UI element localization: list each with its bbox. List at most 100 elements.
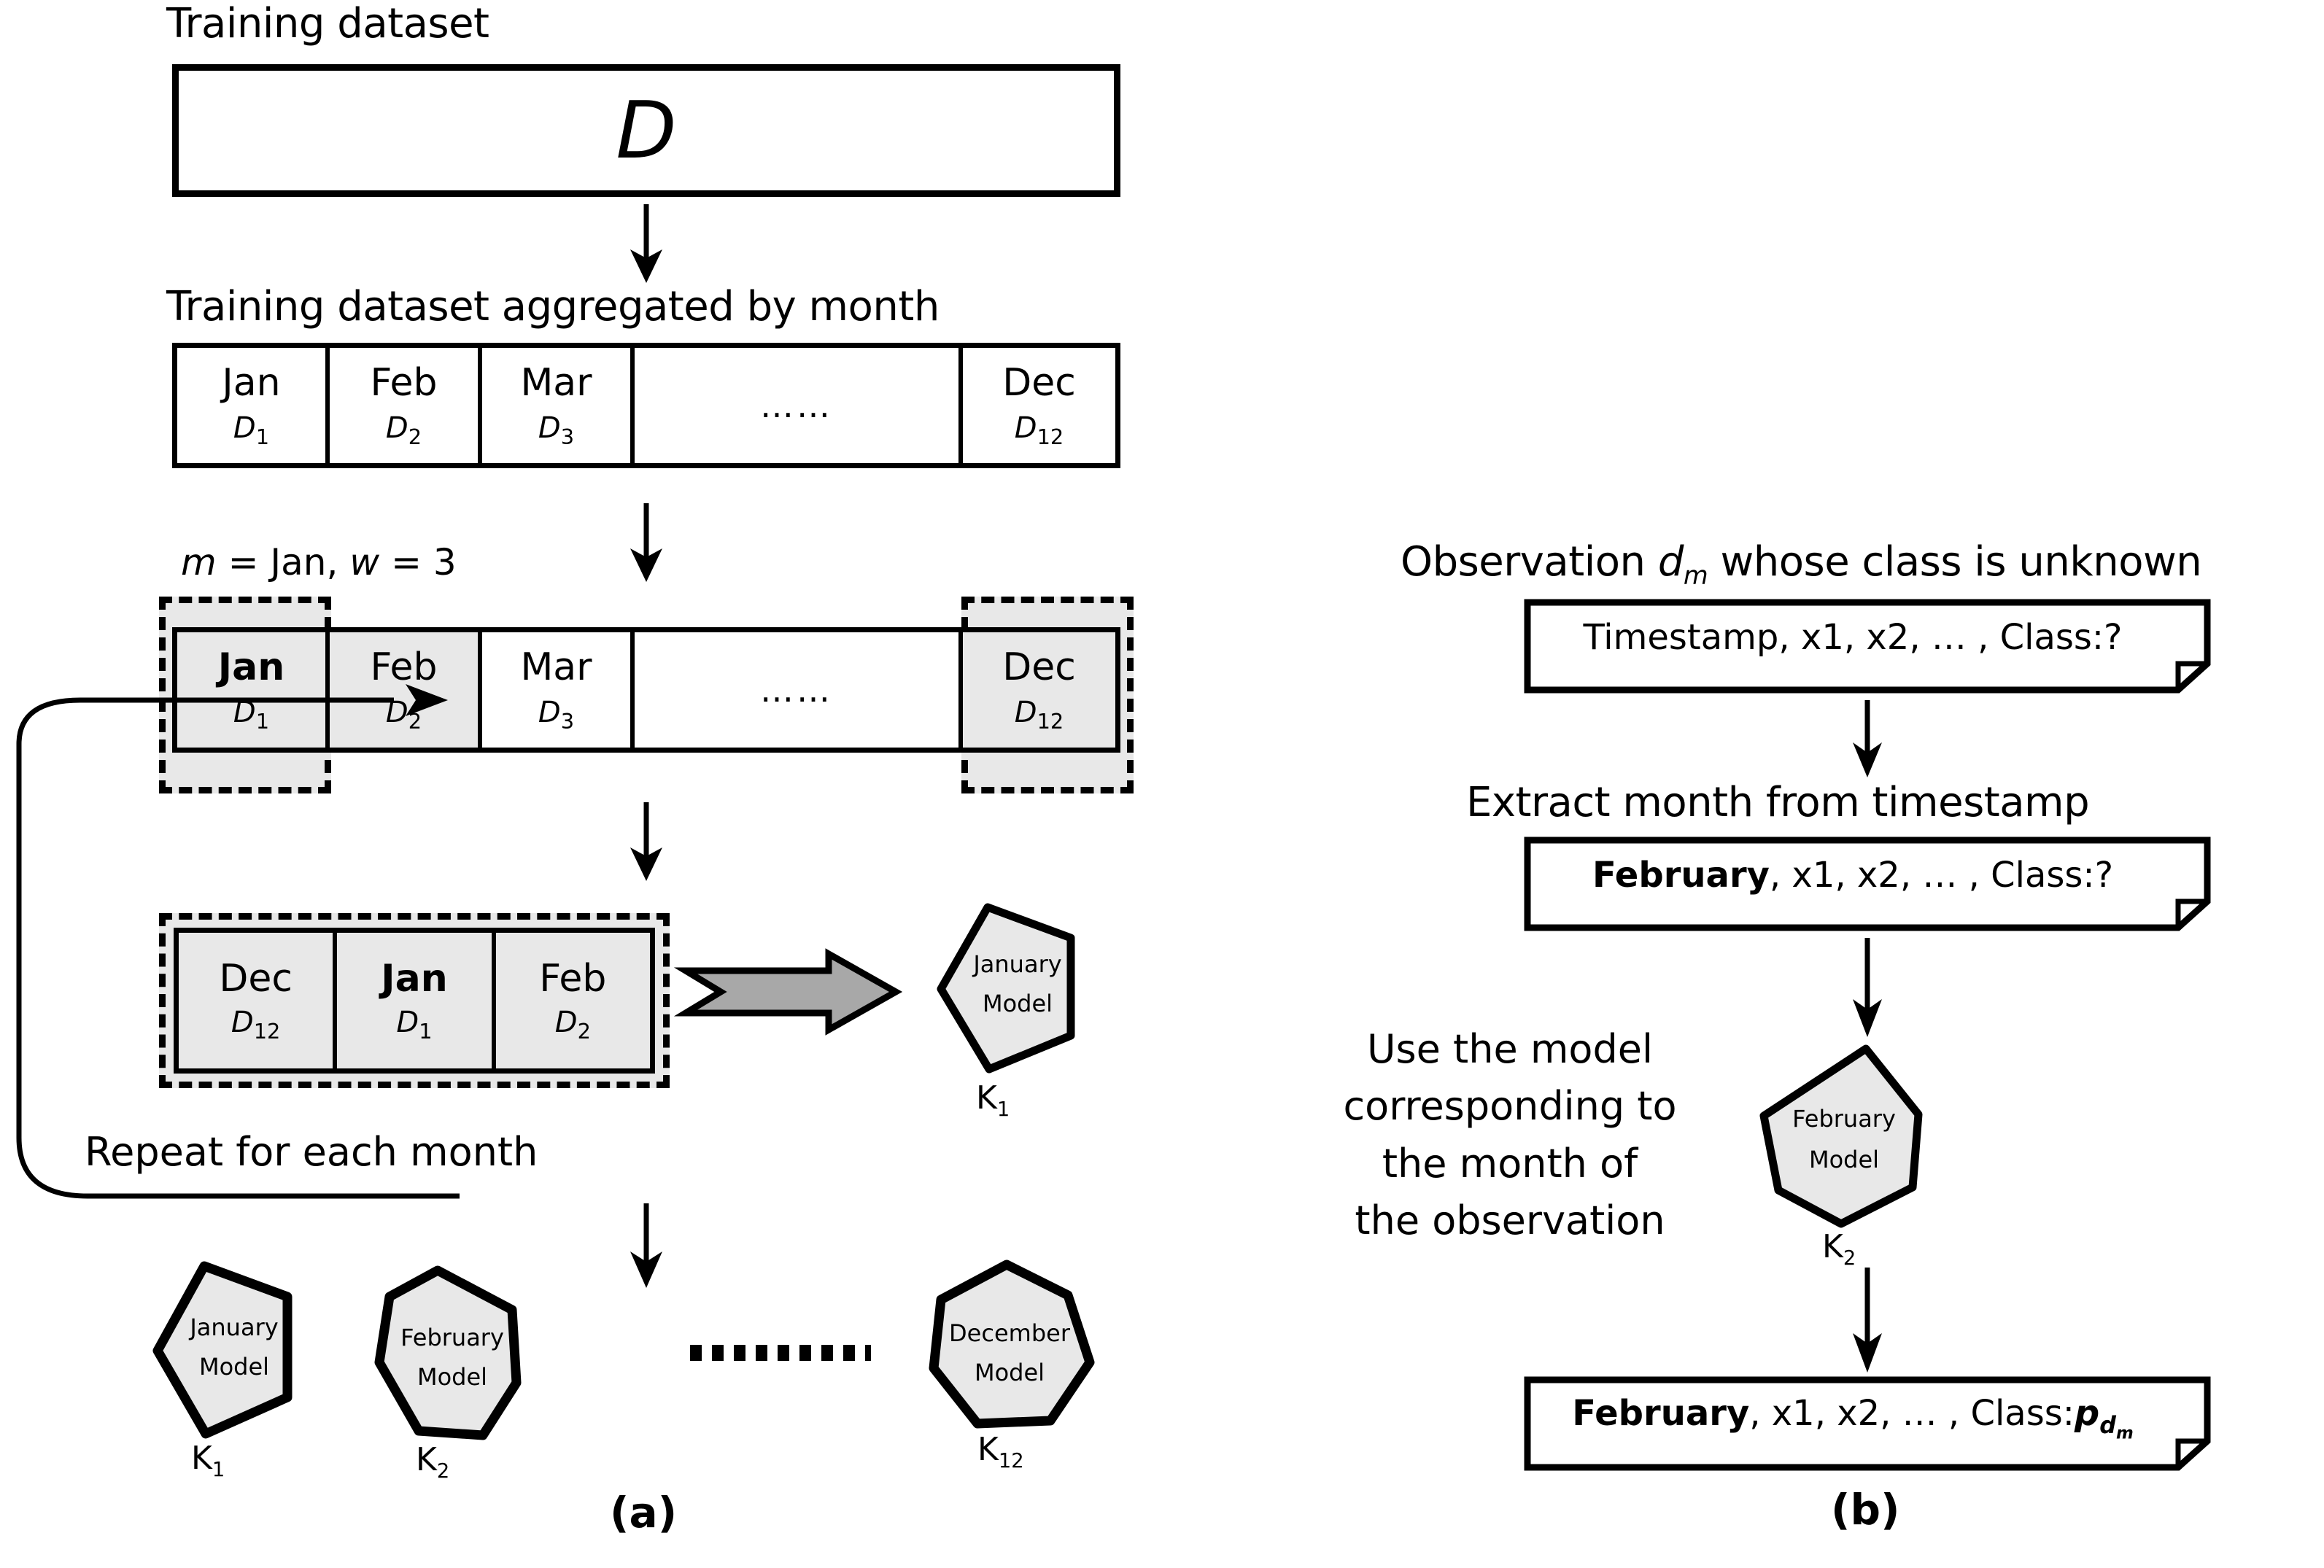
selection-cell-dec: Dec D12 (179, 933, 338, 1068)
use-model-line-3: the month of (1382, 1140, 1638, 1187)
dataset-label: D2 (555, 1008, 591, 1042)
dataset-index: 1 (255, 424, 270, 449)
dataset-d-symbol: D (616, 85, 677, 176)
month-name: Mar (520, 360, 592, 405)
dataset-label: D2 (386, 414, 422, 448)
selection-cell-jan: Jan D1 (337, 933, 496, 1068)
doc2-rest: , x1, x2, … , Class:? (1769, 855, 2114, 896)
dataset-letter: D (554, 1005, 578, 1039)
month-name: Feb (370, 360, 438, 405)
arrow-selection-to-models (624, 1203, 668, 1291)
window-cell-dec: Dec D12 (963, 632, 1115, 748)
k-index: 2 (1843, 1246, 1856, 1270)
january-model-label: January Model (956, 950, 1080, 1018)
january-model-k-label: K1 (976, 1079, 1010, 1121)
document-observation-raw: Timestamp, x1, x2, … , Class:? (1524, 599, 2211, 694)
model-line-2: Model (1808, 1146, 1880, 1173)
model-february: February Model K2 (373, 1265, 556, 1483)
dataset-label: D12 (231, 1008, 280, 1042)
doc3-rest: , x1, x2, … , Class: (1749, 1393, 2075, 1434)
model-line-1: December (949, 1319, 1070, 1347)
month-table-cell-ellipsis: …… (635, 348, 963, 463)
window-params-label: m = Jan, w = 3 (181, 541, 457, 583)
month-table-cell: Mar D3 (482, 348, 635, 463)
month-name: Feb (370, 645, 438, 689)
models-ellipsis-divider (686, 1342, 875, 1364)
window-cell-mar: Mar D3 (482, 632, 635, 748)
model-line-1: January (190, 1313, 279, 1341)
arrow-window-to-selection (624, 802, 668, 882)
observation-var-d: d (1657, 538, 1684, 586)
february-model-k-label: K2 (1822, 1228, 1856, 1270)
window-cell-feb: Feb D2 (330, 632, 482, 748)
use-model-line-2: corresponding to (1343, 1083, 1677, 1130)
doc3-class-sub: dm (2099, 1412, 2133, 1443)
january-model-shape: January Model (937, 900, 1120, 1082)
month-name: Mar (520, 645, 592, 689)
dataset-label: D12 (1015, 698, 1064, 732)
ellipsis: …… (760, 670, 833, 710)
training-dataset-title: Training dataset (166, 0, 489, 47)
dataset-index: 12 (1037, 424, 1064, 449)
doc2-month: February (1592, 855, 1770, 896)
dataset-letter: D (231, 1005, 254, 1039)
dataset-d-box: D (172, 64, 1120, 197)
dataset-label: D12 (1015, 414, 1064, 448)
month-table-cell: Feb D2 (330, 348, 482, 463)
panel-b-label: (b) (1831, 1485, 1900, 1534)
k-letter: K (416, 1441, 437, 1478)
document-classified-result: February, x1, x2, … , Class:pdm (1524, 1376, 2211, 1471)
dataset-index: 12 (1037, 708, 1064, 734)
selection-cell-feb: Feb D2 (496, 933, 650, 1068)
window-selection-table: Dec D12 Jan D1 Feb D2 (174, 928, 655, 1074)
window-param-m-value: = Jan, (216, 541, 350, 583)
month-name: Dec (219, 956, 293, 1001)
observation-title-pre: Observation (1401, 538, 1658, 586)
model-february-label: February Model (390, 1323, 515, 1392)
month-name: Dec (1002, 645, 1076, 689)
dataset-index: 1 (255, 708, 270, 734)
month-name: Jan (217, 645, 285, 689)
model-january-label: January Model (172, 1313, 296, 1381)
repeat-loop-arrow (0, 627, 511, 1211)
k-index: 12 (998, 1449, 1024, 1472)
document-classified-result-text: February, x1, x2, … , Class:pdm (1525, 1393, 2181, 1443)
model-line-2: Model (974, 1359, 1045, 1386)
doc3-class-sub-d: d (2099, 1412, 2116, 1439)
k-letter: K (977, 1431, 999, 1468)
document-observation-month-text: February, x1, x2, … , Class:? (1525, 855, 2181, 896)
dataset-index: 2 (577, 1018, 591, 1044)
window-cell-ellipsis: …… (635, 632, 963, 748)
window-cell-jan: Jan D1 (177, 632, 330, 748)
arrow-dataset-to-aggregated (624, 204, 668, 284)
document-observation-month: February, x1, x2, … , Class:? (1524, 837, 2211, 931)
dataset-label: D3 (538, 698, 574, 732)
window-param-w: w (349, 541, 380, 583)
arrow-model-to-result (1845, 1268, 1889, 1375)
use-model-line-1: Use the model (1367, 1026, 1653, 1072)
k-letter: K (1822, 1228, 1843, 1265)
month-name: Dec (1002, 360, 1076, 405)
dataset-index: 2 (408, 424, 422, 449)
window-param-m: m (181, 541, 217, 583)
month-table: Jan D1 Feb D2 Mar D3 …… Dec D12 (172, 343, 1120, 468)
dataset-letter: D (1014, 411, 1037, 445)
arrow-doc1-to-extract (1845, 700, 1889, 780)
k-index: 1 (996, 1098, 1010, 1121)
model-line-2: Model (982, 990, 1053, 1017)
dataset-index: 1 (419, 1018, 433, 1044)
model-december-k-label: K12 (977, 1431, 1024, 1472)
extract-month-label: Extract month from timestamp (1466, 779, 2090, 826)
model-line-2: Model (417, 1363, 488, 1391)
model-january: January Model K1 (152, 1259, 337, 1481)
dataset-index: 3 (560, 424, 575, 449)
dataset-label: D3 (538, 414, 574, 448)
arrow-doc2-to-model (1845, 938, 1889, 1040)
window-month-table: Jan D1 Feb D2 Mar D3 …… Dec D12 (172, 627, 1120, 753)
month-table-cell: Dec D12 (963, 348, 1115, 463)
february-model-shape: February Model K2 (1755, 1044, 1937, 1270)
observation-title: Observation dm whose class is unknown (1401, 538, 2202, 591)
observation-title-post: whose class is unknown (1708, 538, 2202, 586)
dataset-letter: D (538, 411, 561, 445)
model-february-k-label: K2 (416, 1441, 449, 1483)
